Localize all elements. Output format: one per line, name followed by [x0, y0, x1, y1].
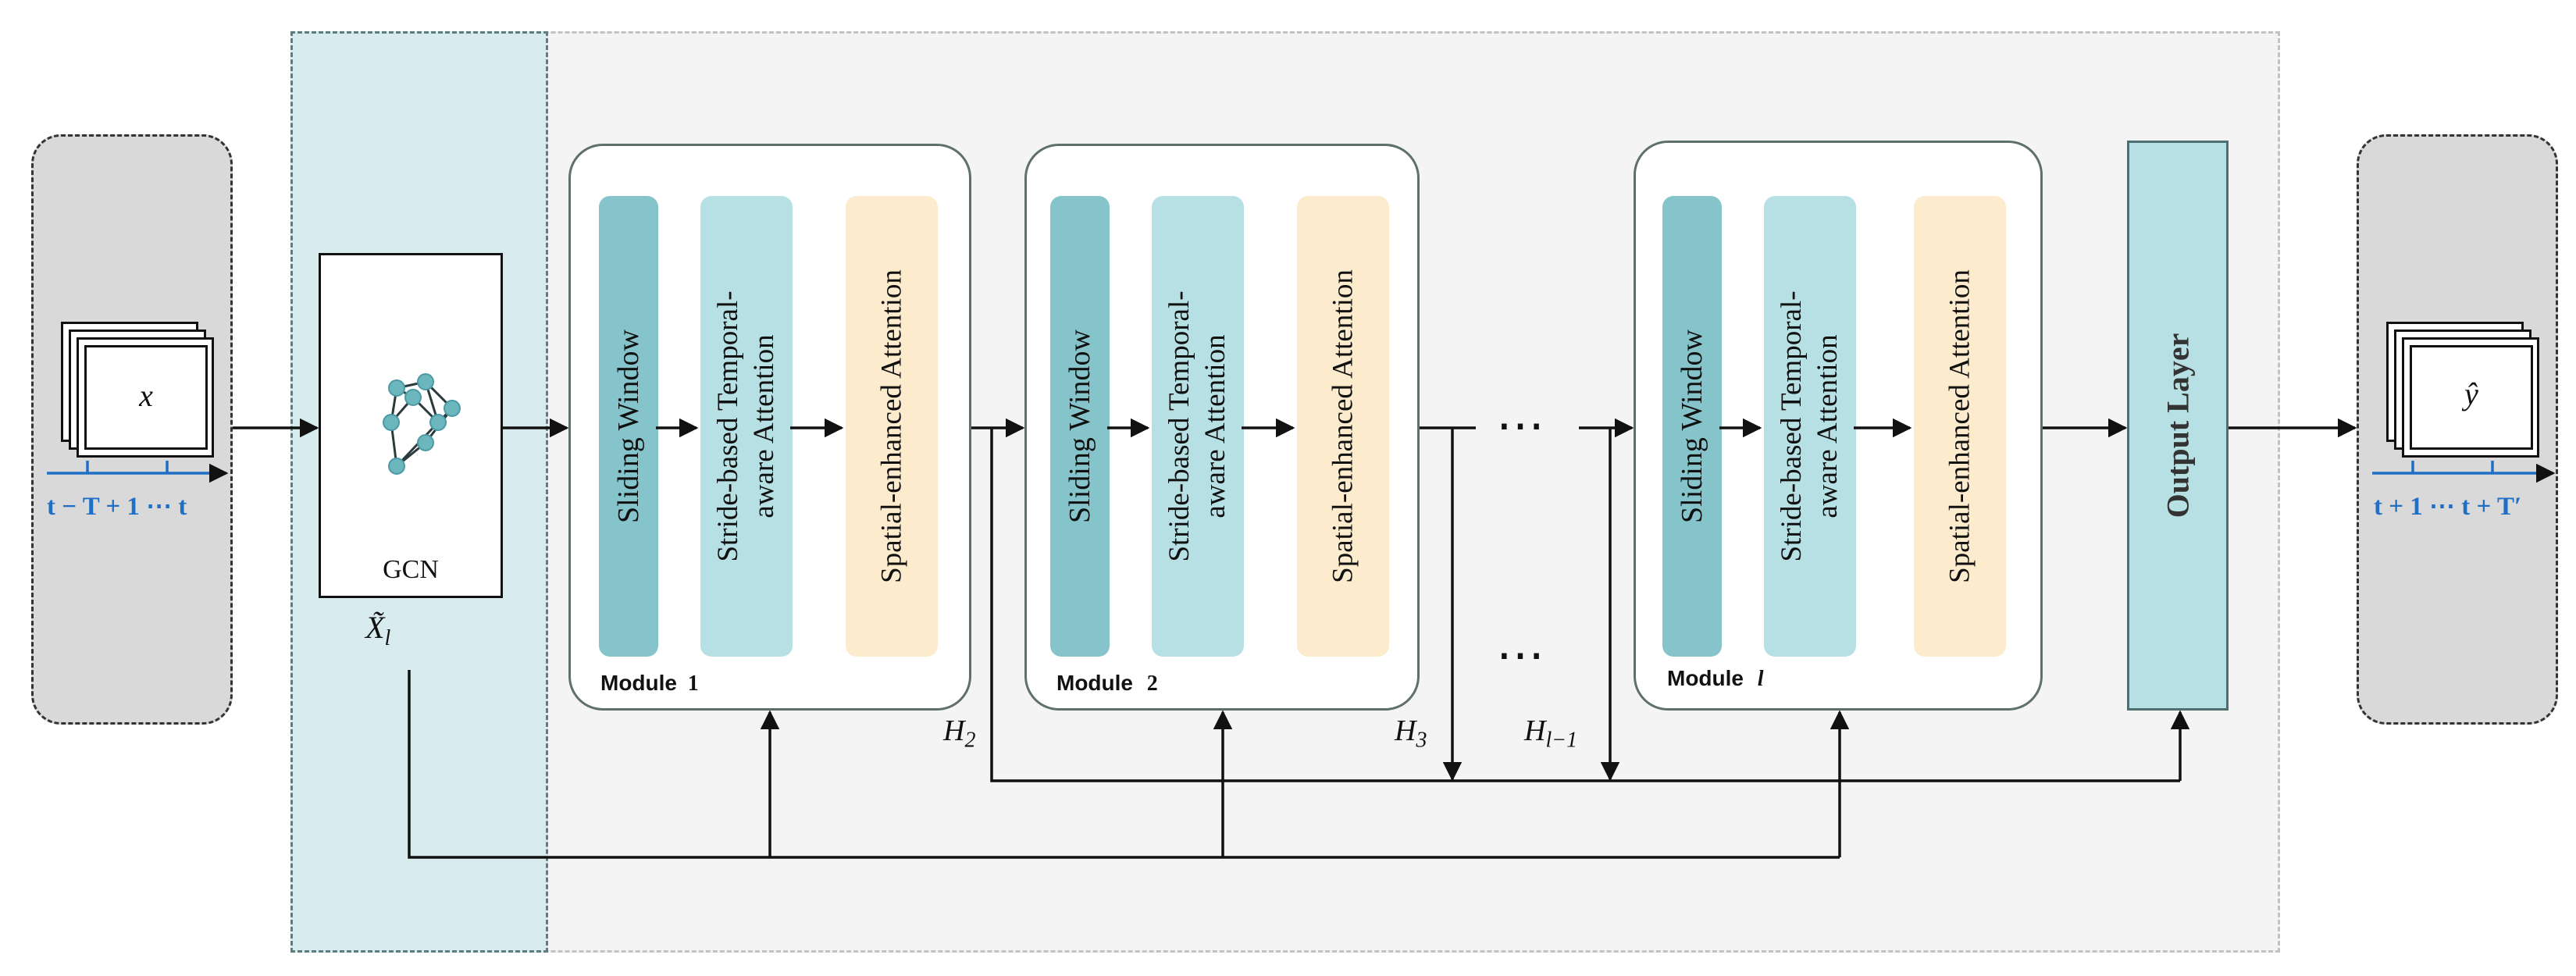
gcn-output-subscript: l	[384, 626, 391, 650]
module-l-label: Module l	[1667, 666, 1764, 692]
ellipsis-bottom: ⋯	[1496, 629, 1551, 682]
module-l-temporal-attention-text: Stride-based Temporal- aware Attention	[1774, 290, 1846, 561]
gcn-box: GCN	[319, 253, 503, 598]
module-2-temporal-attention-block: Stride-based Temporal- aware Attention	[1152, 196, 1244, 657]
output-frame: ŷ	[2410, 345, 2533, 450]
module-2-spatial-attention-label: Spatial-enhanced Attention	[1327, 269, 1359, 583]
module-l: Sliding Window Stride-based Temporal- aw…	[1634, 141, 2043, 711]
module-2-sliding-window-label: Sliding Window	[1064, 329, 1096, 523]
module-l-temporal-attention-block: Stride-based Temporal- aware Attention	[1764, 196, 1856, 657]
module-1: Sliding Window Stride-based Temporal- aw…	[568, 144, 971, 711]
module-2-index: 2	[1146, 671, 1158, 696]
output-symbol: ŷ	[2464, 376, 2478, 411]
module-1-temporal-attention-block: Stride-based Temporal- aware Attention	[700, 196, 793, 657]
module-l-sliding-window-label: Sliding Window	[1676, 329, 1708, 523]
graph-icon	[383, 373, 461, 475]
input-frame: x	[84, 345, 208, 450]
gcn-label: GCN	[383, 555, 439, 584]
output-layer-label: Output Layer	[2160, 333, 2196, 518]
module-1-temporal-attention-text: Stride-based Temporal- aware Attention	[711, 290, 782, 561]
hl-1-subscript: l−1	[1545, 728, 1578, 753]
h3-symbol: H	[1395, 714, 1416, 747]
module-l-index: l	[1757, 667, 1764, 691]
ellipsis-top: ⋯	[1496, 400, 1551, 453]
hl-1-label: Hl−1	[1524, 714, 1577, 753]
h2-subscript: 2	[964, 728, 976, 753]
module-2-label-text: Module	[1056, 671, 1133, 695]
module-l-temporal-line-1: Stride-based Temporal-	[1776, 290, 1808, 562]
h2-symbol: H	[943, 714, 965, 747]
module-1-index: 1	[687, 671, 699, 696]
module-l-temporal-line-2: aware Attention	[1812, 334, 1844, 518]
h2-label: H2	[943, 714, 975, 753]
module-2-label: Module 2	[1056, 671, 1158, 696]
module-1-sliding-window-label: Sliding Window	[612, 329, 645, 523]
module-2-temporal-line-1: Stride-based Temporal-	[1163, 290, 1195, 562]
input-time-axis-label: t − T + 1 ⋯ t	[47, 493, 187, 521]
h3-subscript: 3	[1416, 728, 1427, 753]
module-2-temporal-line-2: aware Attention	[1199, 334, 1231, 518]
h3-label: H3	[1395, 714, 1427, 753]
module-l-spatial-attention-block: Spatial-enhanced Attention	[1914, 196, 2006, 657]
module-l-sliding-window-block: Sliding Window	[1662, 196, 1722, 657]
output-layer-block: Output Layer	[2127, 141, 2229, 711]
module-l-spatial-attention-label: Spatial-enhanced Attention	[1944, 269, 1976, 583]
gcn-output-symbol: X̃	[365, 610, 385, 645]
hl-1-symbol: H	[1524, 714, 1546, 747]
output-time-axis-label: t + 1 ⋯ t + T′	[2374, 493, 2522, 521]
module-1-temporal-line-1: Stride-based Temporal-	[712, 290, 744, 562]
module-1-temporal-line-2: aware Attention	[748, 334, 780, 518]
module-2: Sliding Window Stride-based Temporal- aw…	[1024, 144, 1420, 711]
module-1-label: Module 1	[600, 671, 699, 696]
input-symbol: x	[139, 378, 153, 413]
module-1-spatial-attention-label: Spatial-enhanced Attention	[875, 269, 908, 583]
module-2-sliding-window-block: Sliding Window	[1050, 196, 1110, 657]
module-l-label-text: Module	[1667, 666, 1744, 690]
module-2-spatial-attention-block: Spatial-enhanced Attention	[1297, 196, 1389, 657]
gcn-output-label: X̃l	[365, 609, 390, 651]
module-1-spatial-attention-block: Spatial-enhanced Attention	[846, 196, 938, 657]
module-1-label-text: Module	[600, 671, 677, 695]
module-2-temporal-attention-text: Stride-based Temporal- aware Attention	[1162, 290, 1234, 561]
module-1-sliding-window-block: Sliding Window	[599, 196, 658, 657]
